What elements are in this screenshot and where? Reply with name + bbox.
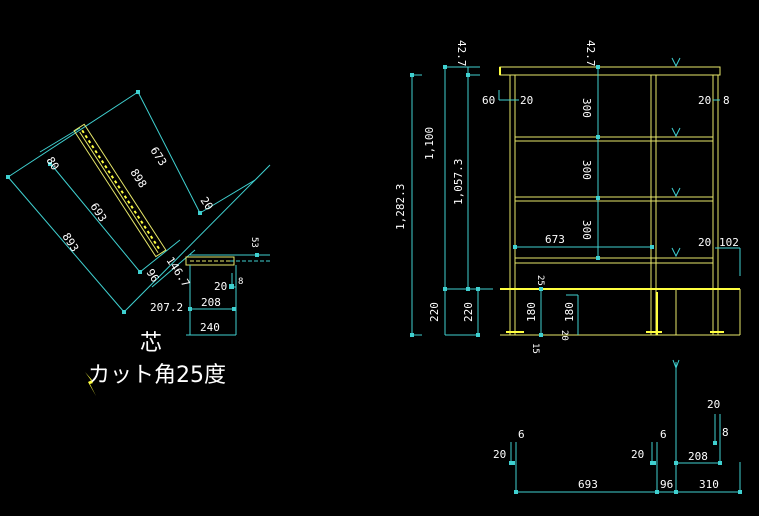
dim-label: 8	[722, 426, 729, 439]
bottom-plan-view: 6 20 6 20 20 8 208 693 96 310	[493, 359, 742, 494]
dim-label: 20	[197, 195, 215, 213]
dim-label: 220	[428, 302, 441, 322]
dim-label: 693	[87, 201, 109, 225]
cut-angle-label: カット角25度	[88, 363, 226, 388]
dim-label: 20	[698, 236, 711, 249]
dim-label: 180	[563, 302, 576, 322]
dim-label: 15	[530, 343, 540, 354]
dim-label: 673	[147, 145, 169, 169]
dim-label: 220	[462, 302, 475, 322]
core-label: 芯	[140, 331, 162, 356]
dim-label: 60	[482, 94, 495, 107]
dim-label: 20	[493, 448, 506, 461]
dim-label: 898	[127, 167, 149, 191]
dim-label: 20	[559, 330, 569, 341]
dim-label: 300	[580, 160, 593, 180]
dim-label: 673	[545, 233, 565, 246]
dim-label: 6	[660, 428, 667, 441]
dim-label: 102	[719, 236, 739, 249]
dim-label: 20	[698, 94, 711, 107]
dim-label: 8	[238, 277, 243, 287]
dim-label: 1,282.3	[394, 184, 407, 230]
dim-label: 300	[580, 98, 593, 118]
dim-label: 96	[660, 478, 673, 491]
dim-label: 42.7	[455, 40, 468, 67]
dim-label: 25	[535, 275, 545, 286]
dim-label: 893	[59, 231, 81, 255]
dim-label: 42.7	[584, 40, 597, 67]
left-rotated-view: 80 673 898 693 893 20 96 146.7 53 20 8 2…	[6, 90, 271, 396]
dim-label: 53	[249, 237, 259, 248]
dim-label: 20	[707, 398, 720, 411]
dim-label: 180	[525, 302, 538, 322]
dim-label: 80	[43, 155, 61, 173]
dim-label: 300	[580, 220, 593, 240]
dim-label: 20	[631, 448, 644, 461]
dim-label: 207.2	[150, 301, 183, 314]
dim-label: 240	[200, 321, 220, 334]
dim-label: 8	[723, 94, 730, 107]
dim-label: 20	[520, 94, 533, 107]
dim-label: 208	[201, 296, 221, 309]
dim-label: 1,100	[423, 127, 436, 160]
dim-label: 6	[518, 428, 525, 441]
dim-label: 96	[143, 267, 161, 285]
dim-label: 310	[699, 478, 719, 491]
dim-label: 693	[578, 478, 598, 491]
front-elevation: 42.7 42.7 60 20 300 300 300 20 8 1,100 1…	[394, 40, 741, 354]
dim-label: 208	[688, 450, 708, 463]
dim-label: 146.7	[163, 255, 192, 290]
dim-label: 1,057.3	[452, 159, 465, 205]
dim-label: 20	[214, 280, 227, 293]
